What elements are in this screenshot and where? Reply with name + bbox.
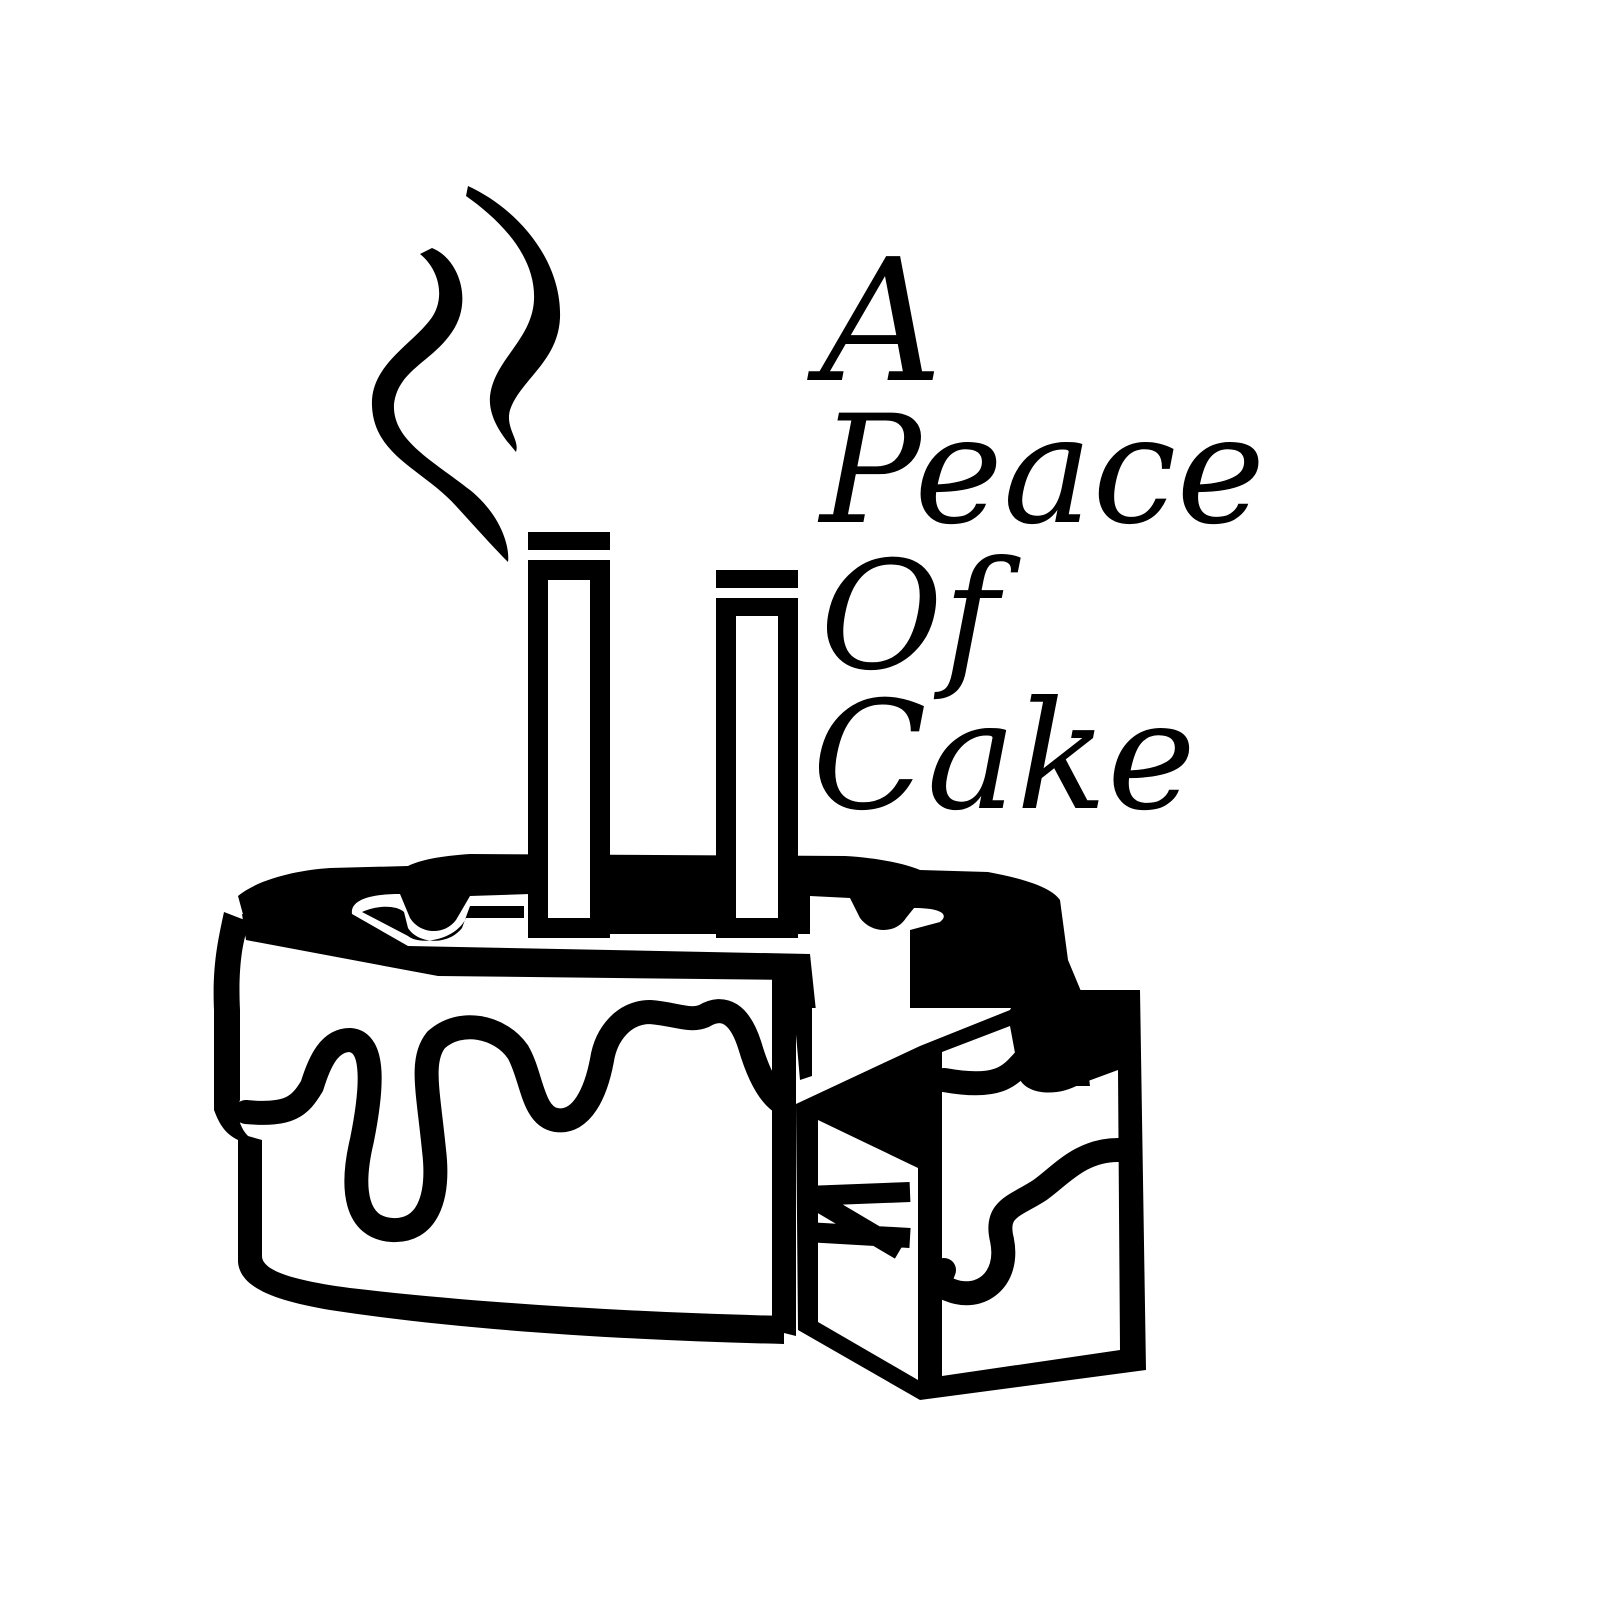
wordmark-line-of: Of xyxy=(820,530,1021,704)
wordmark: A Peace Of Cake xyxy=(807,223,1265,844)
smoke-icon xyxy=(371,186,561,562)
cake-icon xyxy=(213,854,1146,1400)
wordmark-line-a: A xyxy=(807,223,943,421)
wordmark-line-peace: Peace xyxy=(817,384,1265,558)
wordmark-line-cake: Cake xyxy=(812,670,1196,844)
candles-icon xyxy=(528,532,798,938)
